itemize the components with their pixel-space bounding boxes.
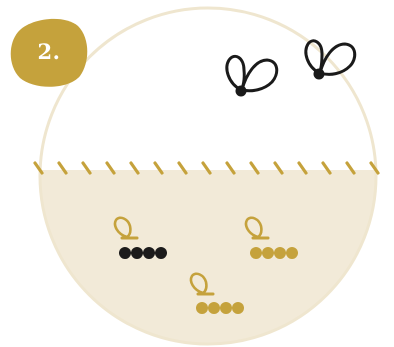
soil-layer [40,170,376,344]
fly-icon [304,39,357,80]
larva-icon [189,272,244,314]
step-number: 2. [37,38,61,64]
larva-icon [244,216,298,259]
soil-surface-icon [33,161,380,175]
larva-icon [113,216,167,259]
circle-rim [38,6,378,346]
fly-icon [225,54,279,97]
